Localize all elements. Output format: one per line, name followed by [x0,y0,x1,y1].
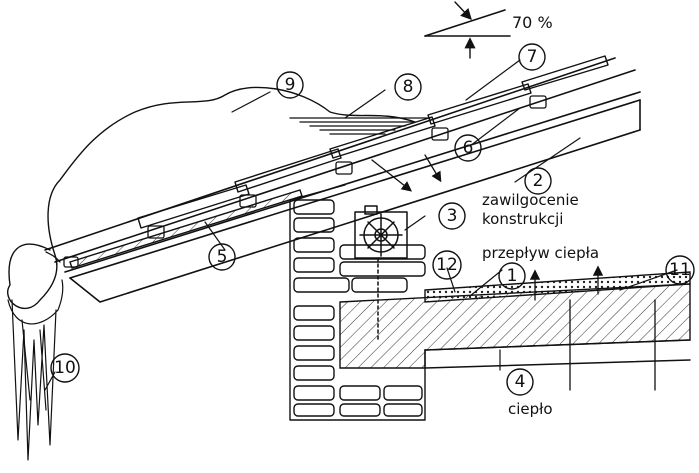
brick-wall [289,184,426,421]
svg-text:7: 7 [527,47,538,67]
svg-text:3: 3 [447,206,458,226]
marker-12: 12 [432,250,462,280]
ice-layer [69,189,303,269]
svg-text:5: 5 [217,247,228,267]
roof-tiles [137,55,609,229]
svg-text:4: 4 [515,372,526,392]
slope-symbol: 70 % [424,1,553,59]
svg-text:11: 11 [669,260,691,280]
marker-8: 8 [394,73,422,101]
heat-flow-label: przepływ ciepła [482,244,599,262]
svg-text:8: 8 [403,77,414,97]
dampness-label-line2: konstrukcji [482,210,563,228]
marker-5: 5 [208,243,236,271]
marker-11: 11 [665,255,695,285]
warm-label: ciepło [508,400,553,418]
snow-mass [7,86,416,310]
moisture-arrows [371,154,442,192]
svg-text:2: 2 [533,171,544,191]
dampness-label-line1: zawilgocenie [482,191,579,209]
svg-text:10: 10 [54,358,76,378]
svg-text:6: 6 [463,138,474,158]
svg-text:9: 9 [285,75,296,95]
svg-text:12: 12 [436,255,458,275]
marker-7: 7 [518,43,546,71]
rafter [69,99,641,303]
marker-6: 6 [454,134,482,162]
marker-3: 3 [438,202,466,230]
marker-9: 9 [276,71,304,99]
marker-1: 1 [498,262,526,290]
svg-text:1: 1 [507,266,518,286]
slope-label: 70 % [512,13,553,32]
roof-covering [44,57,641,273]
icicles [11,299,57,461]
marker-2: 2 [524,167,552,195]
heat-flow-arrows [529,265,656,391]
marker-10: 10 [50,353,80,383]
ceiling-slab [339,283,691,369]
marker-4: 4 [506,368,534,396]
